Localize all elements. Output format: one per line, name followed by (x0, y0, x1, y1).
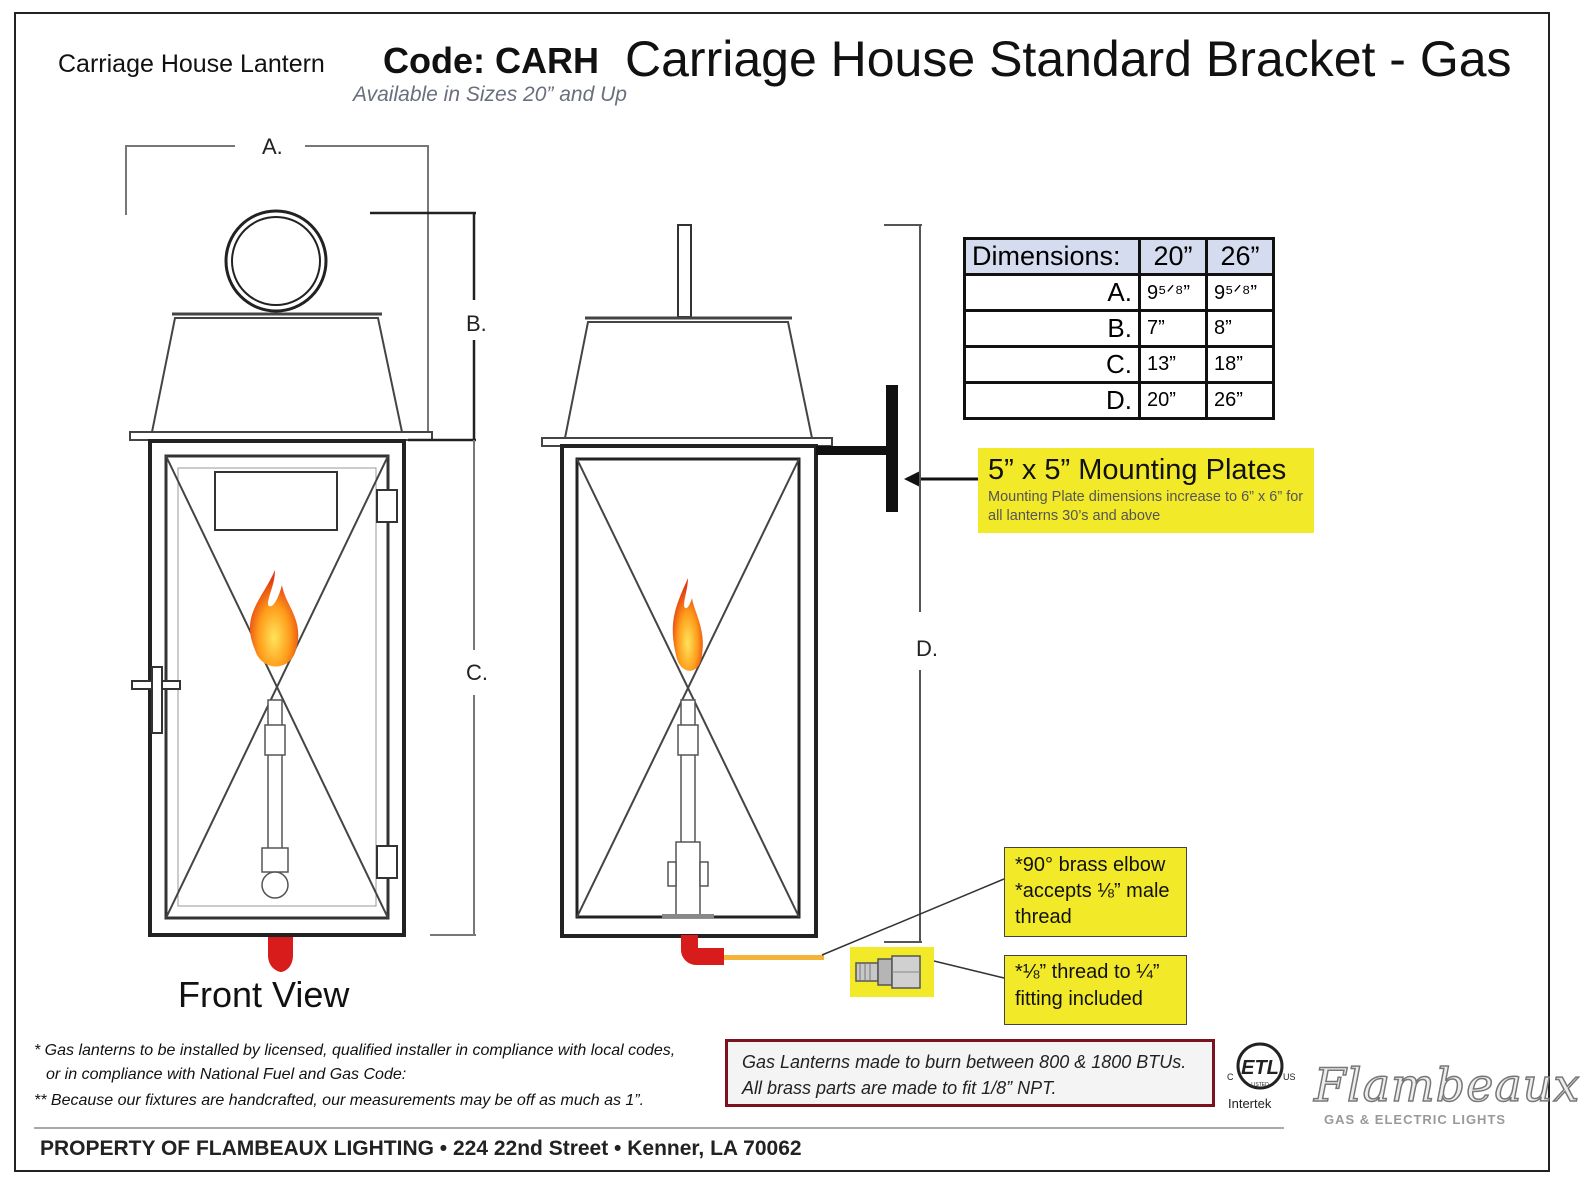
dim-a-label: A. (262, 134, 283, 159)
footer-divider (34, 1127, 1284, 1129)
npt-line: All brass parts are made to fit 1/8” NPT… (742, 1078, 1057, 1098)
value-26: 8” (1205, 309, 1275, 348)
dim-b-label: B. (466, 311, 487, 336)
page-title: Carriage House Standard Bracket - Gas (625, 31, 1512, 87)
brass-elbow (681, 935, 724, 965)
table-header-cell: 20” (1138, 237, 1208, 276)
value-26: 18” (1205, 345, 1275, 384)
side-vent-stem (677, 224, 692, 318)
callout-line: *accepts ⅛” male (1015, 880, 1170, 902)
brand-logo: Flambeaux GAS & ELECTRIC LIGHTS (1312, 1057, 1580, 1133)
sizes-note: Available in Sizes 20” and Up (353, 83, 627, 106)
intertek-label: Intertek (1228, 1096, 1272, 1111)
row-label: C. (963, 345, 1141, 384)
etl-text: ETL (1241, 1057, 1279, 1079)
mounting-plate (886, 385, 898, 512)
etl-certification: ETL C US LISTED Intertek (1224, 1040, 1296, 1116)
side-burner-base (675, 841, 701, 917)
value-20: 7” (1138, 309, 1208, 348)
callout-line: fitting included (1015, 988, 1143, 1010)
fitting-leader (933, 960, 1005, 979)
front-elbow (268, 937, 293, 972)
table-header-cell: 26” (1205, 237, 1275, 276)
vent-ring (224, 209, 328, 313)
side-hood (563, 321, 814, 439)
footer-address: PROPERTY OF FLAMBEAUX LIGHTING • 224 22n… (40, 1137, 802, 1160)
table-row: B. 7” 8” (963, 309, 1275, 348)
table-row: C. 13” 18” (963, 345, 1275, 384)
fitting-image (850, 947, 934, 997)
side-view (541, 224, 1005, 979)
page-frame (14, 12, 1550, 1172)
burner-valve (261, 871, 289, 899)
row-label: A. (963, 273, 1141, 312)
front-hood-rim (129, 431, 433, 441)
brand-tagline: GAS & ELECTRIC LIGHTS (1324, 1112, 1507, 1127)
brand-name: Flambeaux (1313, 1057, 1581, 1113)
etl-us: US (1283, 1072, 1296, 1082)
dim-c-label: C. (466, 660, 488, 685)
value-26: 9⁵ᐟ⁸” (1205, 273, 1275, 312)
install-note-2: or in compliance with National Fuel and … (46, 1066, 407, 1083)
mounting-plates-note: Mounting Plate dimensions increase to 6”… (988, 489, 1304, 524)
bracket-arm (816, 446, 892, 455)
product-code: Code: CARH (383, 40, 599, 81)
front-nameplate (214, 471, 338, 531)
value-20: 9⁵ᐟ⁸” (1138, 273, 1208, 312)
row-label: B. (963, 309, 1141, 348)
mounting-plates-callout: 5” x 5” Mounting Plates Mounting Plate d… (978, 448, 1314, 533)
btu-notice: Gas Lanterns made to burn between 800 & … (725, 1039, 1215, 1107)
etl-c: C (1227, 1072, 1234, 1082)
front-view-label: Front View (178, 974, 350, 1015)
side-flame (672, 578, 703, 671)
brass-elbow-callout: *90° brass elbow *accepts ⅛” male thread (1004, 847, 1187, 937)
table-header-row: Dimensions: 20” 26” (963, 237, 1275, 276)
mounting-plates-title: 5” x 5” Mounting Plates (988, 454, 1287, 486)
callout-line: *⅛” thread to ¼” (1015, 961, 1160, 983)
value-20: 20” (1138, 381, 1208, 420)
product-name: Carriage House Lantern (58, 50, 325, 78)
front-hood (150, 317, 404, 433)
install-note-1: * Gas lanterns to be installed by licens… (34, 1042, 676, 1059)
dimensions-table: Dimensions: 20” 26” A. 9⁵ᐟ⁸” 9⁵ᐟ⁸” B. 7”… (963, 237, 1275, 420)
etl-listed-icon: ETL C US LISTED (1227, 1042, 1296, 1090)
fitting-icon (855, 955, 921, 989)
burner-pipe (267, 699, 283, 851)
handcrafted-note: ** Because our fixtures are handcrafted,… (34, 1092, 645, 1109)
callout-line: thread (1015, 906, 1072, 928)
table-row: A. 9⁵ᐟ⁸” 9⁵ᐟ⁸” (963, 273, 1275, 312)
hinge-bottom (376, 845, 398, 879)
elbow-leader (821, 878, 1005, 956)
table-header-cell: Dimensions: (963, 237, 1141, 276)
btu-line: Gas Lanterns made to burn between 800 & … (742, 1052, 1187, 1072)
value-26: 26” (1205, 381, 1275, 420)
front-view (125, 145, 476, 972)
mounting-arrow (904, 471, 920, 487)
front-flame (249, 570, 299, 667)
dim-d-label: D. (916, 636, 938, 661)
callout-line: *90° brass elbow (1015, 854, 1166, 876)
dim-a-line (125, 145, 235, 215)
gas-line (724, 955, 824, 960)
etl-listed: LISTED (1251, 1082, 1269, 1088)
table-row: D. 20” 26” (963, 381, 1275, 420)
hinge-top (376, 489, 398, 523)
row-label: D. (963, 381, 1141, 420)
dim-a-line-right (305, 145, 429, 440)
fitting-callout: *⅛” thread to ¼” fitting included (1004, 955, 1187, 1025)
value-20: 13” (1138, 345, 1208, 384)
